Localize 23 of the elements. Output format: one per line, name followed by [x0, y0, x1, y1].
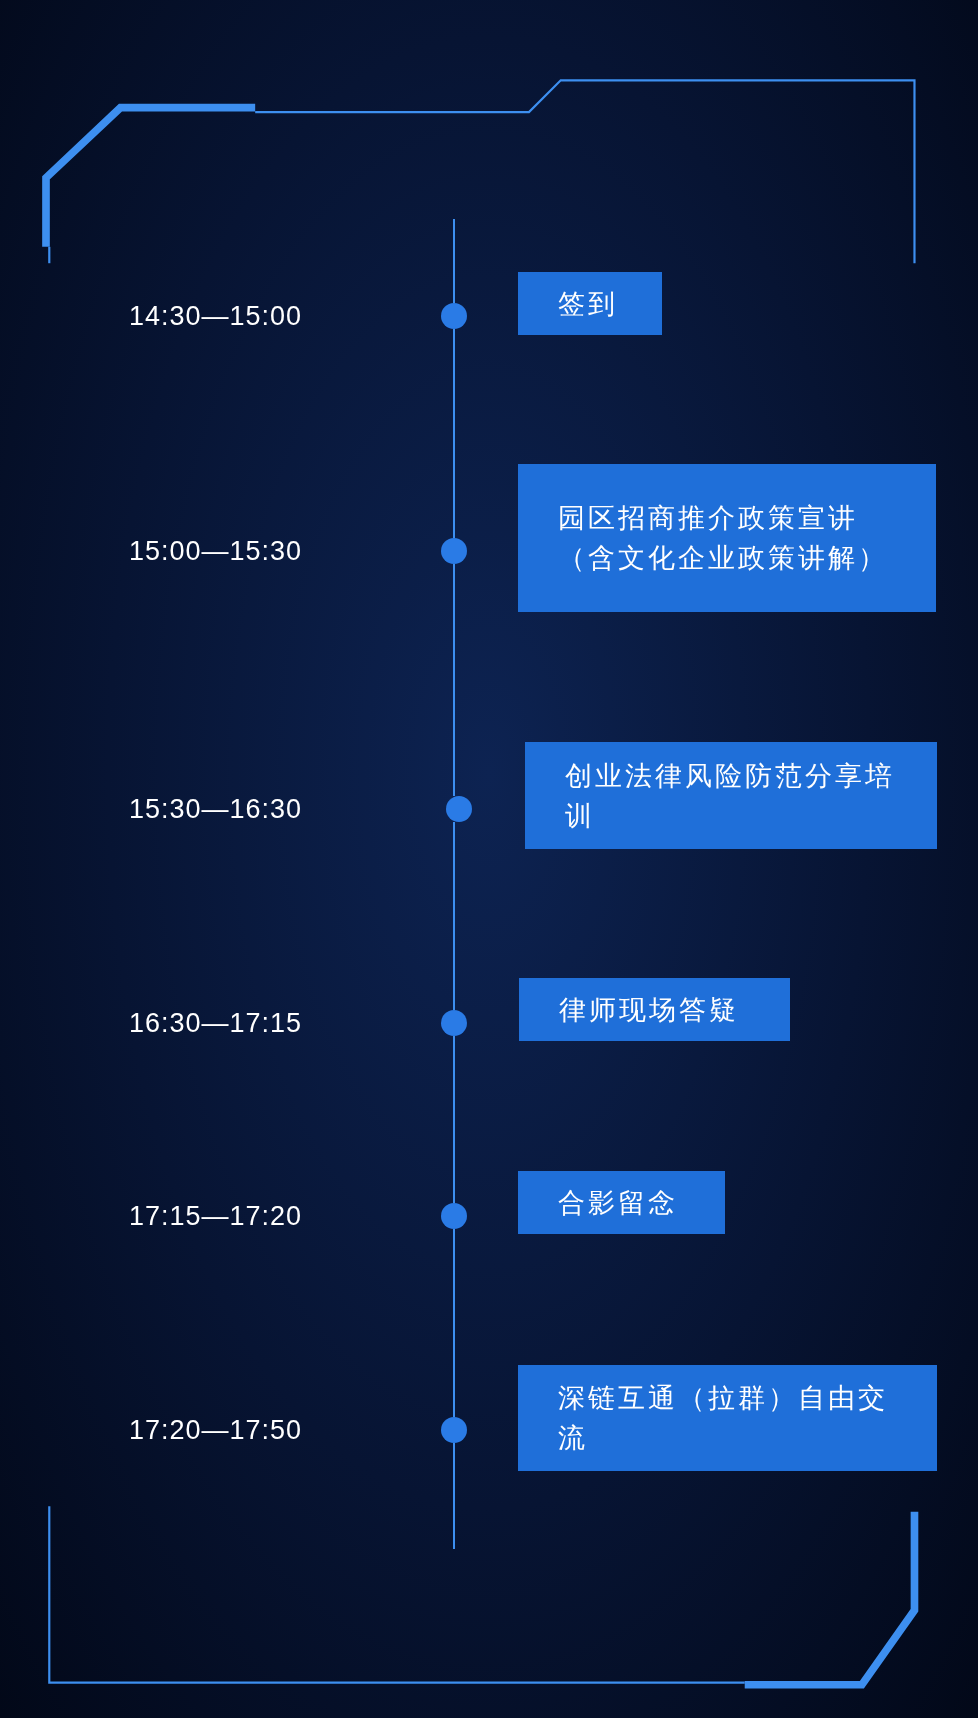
- timeline-dot: [441, 538, 467, 564]
- agenda-box: 律师现场答疑: [519, 978, 790, 1041]
- timeline-dot: [446, 796, 472, 822]
- time-label: 16:30—17:15: [129, 1007, 303, 1039]
- time-label: 17:15—17:20: [129, 1200, 303, 1232]
- time-label: 15:00—15:30: [129, 535, 303, 567]
- timeline-line: [453, 563, 455, 797]
- agenda-box: 签到: [518, 272, 662, 335]
- agenda-box: 园区招商推介政策宣讲（含文化企业政策讲解）: [518, 464, 936, 612]
- agenda-box: 合影留念: [518, 1171, 725, 1234]
- time-label: 14:30—15:00: [129, 300, 303, 332]
- timeline-dot: [441, 303, 467, 329]
- timeline-dot: [441, 1417, 467, 1443]
- agenda-box: 深链互通（拉群）自由交流: [518, 1365, 937, 1471]
- timeline-dot: [441, 1203, 467, 1229]
- timeline-dot: [441, 1010, 467, 1036]
- time-label: 15:30—16:30: [129, 793, 303, 825]
- timeline-line: [453, 1035, 455, 1204]
- agenda-box: 创业法律风险防范分享培训: [525, 742, 937, 849]
- timeline-line: [453, 1228, 455, 1418]
- timeline-line: [453, 328, 455, 539]
- time-label: 17:20—17:50: [129, 1414, 303, 1446]
- timeline-line: [453, 821, 455, 1011]
